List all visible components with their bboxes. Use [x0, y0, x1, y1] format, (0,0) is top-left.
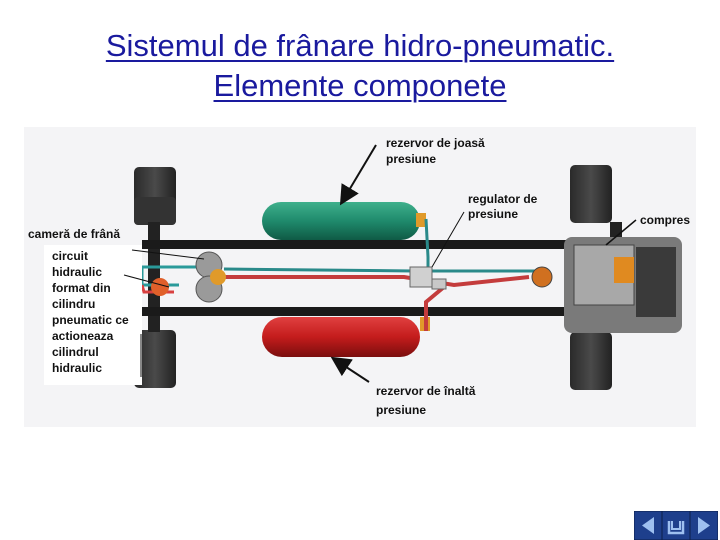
front-right-wheel — [570, 332, 612, 390]
brake-cylinder — [210, 269, 226, 285]
high-pressure-line — [424, 285, 446, 331]
label-circuit-7: cilindrul — [52, 345, 99, 359]
rear-axle — [148, 222, 160, 332]
hydraulic-cylinder — [151, 278, 169, 296]
high-pressure-tank — [262, 317, 420, 357]
label-circuit-5: pneumatic ce — [52, 313, 129, 327]
label-high-tank-2: presiune — [376, 403, 426, 417]
title-line-2: Elemente componete — [213, 68, 507, 103]
compressor-pulley — [531, 266, 553, 288]
low-tank-valve — [416, 213, 426, 227]
label-circuit-6: actioneaza — [52, 329, 114, 343]
label-circuit-3: format din — [52, 281, 111, 295]
low-pressure-tank — [262, 202, 420, 240]
regulator-valve — [431, 278, 447, 290]
forward-arrow-icon[interactable] — [689, 511, 718, 540]
back-arrow-icon[interactable] — [634, 511, 663, 540]
front-left-wheel — [570, 165, 612, 223]
label-circuit-4: cilindru — [52, 297, 95, 311]
label-high-tank-1: rezervor de înaltă — [376, 384, 476, 398]
label-low-tank-2: presiune — [386, 152, 436, 166]
label-regulator-2: presiune — [468, 207, 518, 221]
label-circuit-2: hidraulic — [52, 265, 102, 279]
label-circuit-8: hidraulic — [52, 361, 102, 375]
chassis-rail-top — [142, 240, 662, 249]
home-icon[interactable] — [661, 511, 691, 540]
low-tank-leader — [339, 144, 377, 206]
pressure-regulator — [409, 266, 433, 288]
slide-navigation — [634, 511, 718, 540]
engine-detail-orange — [614, 257, 634, 283]
high-tank-leader — [330, 356, 370, 383]
regulator-leader — [431, 211, 465, 268]
label-compressor: compres — [640, 213, 690, 227]
label-circuit-1: circuit — [52, 249, 88, 263]
title-line-1: Sistemul de frânare hidro-pneumatic. — [105, 28, 615, 63]
circuit-label-backing — [44, 245, 142, 385]
rear-right-wheel — [134, 330, 176, 388]
circuit-leader — [123, 274, 170, 288]
compressor-leader — [605, 219, 637, 246]
label-low-tank-1: rezervor de joasă — [386, 136, 485, 150]
brake-chamber-leader — [131, 249, 205, 260]
brake-system-diagram: rezervor de joasă presiune regulator de … — [24, 127, 696, 427]
label-brake-chamber: cameră de frână — [28, 227, 120, 241]
slide-title: Sistemul de frânare hidro-pneumatic. Ele… — [0, 26, 720, 106]
label-regulator-1: regulator de — [468, 192, 538, 206]
chassis-rail-bottom — [142, 307, 662, 316]
engine-detail-dark — [636, 247, 676, 317]
rear-left-inner-wheel — [134, 197, 176, 225]
